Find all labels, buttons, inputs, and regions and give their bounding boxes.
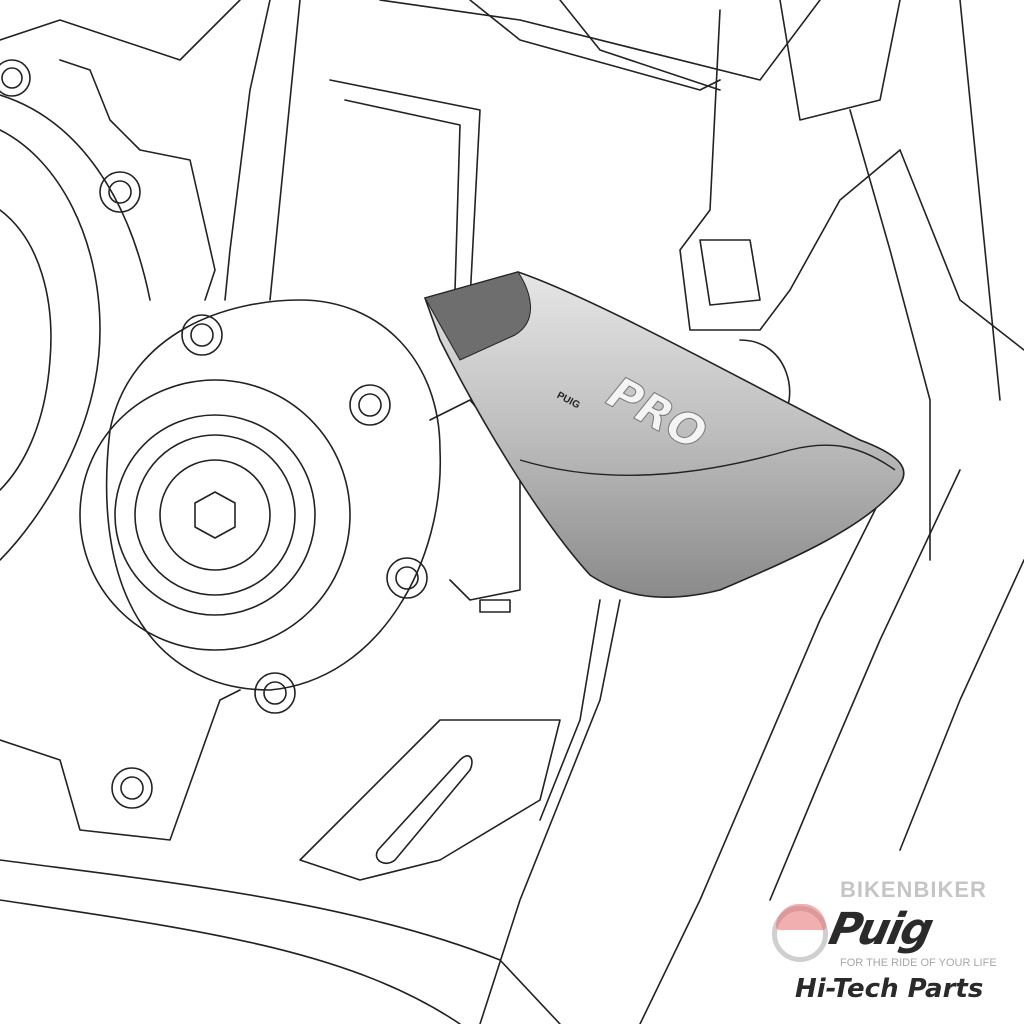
bikenbiker-watermark: BIKENBIKER — [840, 877, 987, 902]
bolts — [0, 59, 428, 809]
watermark-tagline: FOR THE RIDE OF YOUR LIFE — [840, 957, 997, 969]
hi-tech-parts-tagline: Hi-Tech Parts — [795, 974, 984, 1004]
engine-cover — [79, 299, 442, 691]
frame-slider: PRO PUIG — [423, 271, 905, 599]
helmet-visor-icon — [776, 904, 826, 930]
puig-logo: Puig — [824, 904, 937, 955]
